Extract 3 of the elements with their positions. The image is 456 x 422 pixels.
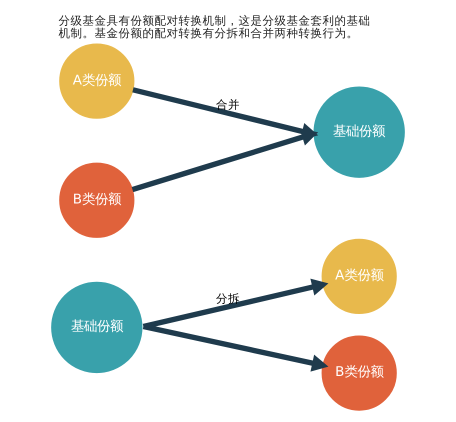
diagram-title: 分级基金具有份额配对转换机制，这是分级基金套利的基础机制。基金份额的配对转换有分拆和合并两种转换行为。 [58, 14, 371, 40]
edge-label: 分拆 [216, 292, 240, 306]
edge-label: 合并 [216, 97, 240, 112]
